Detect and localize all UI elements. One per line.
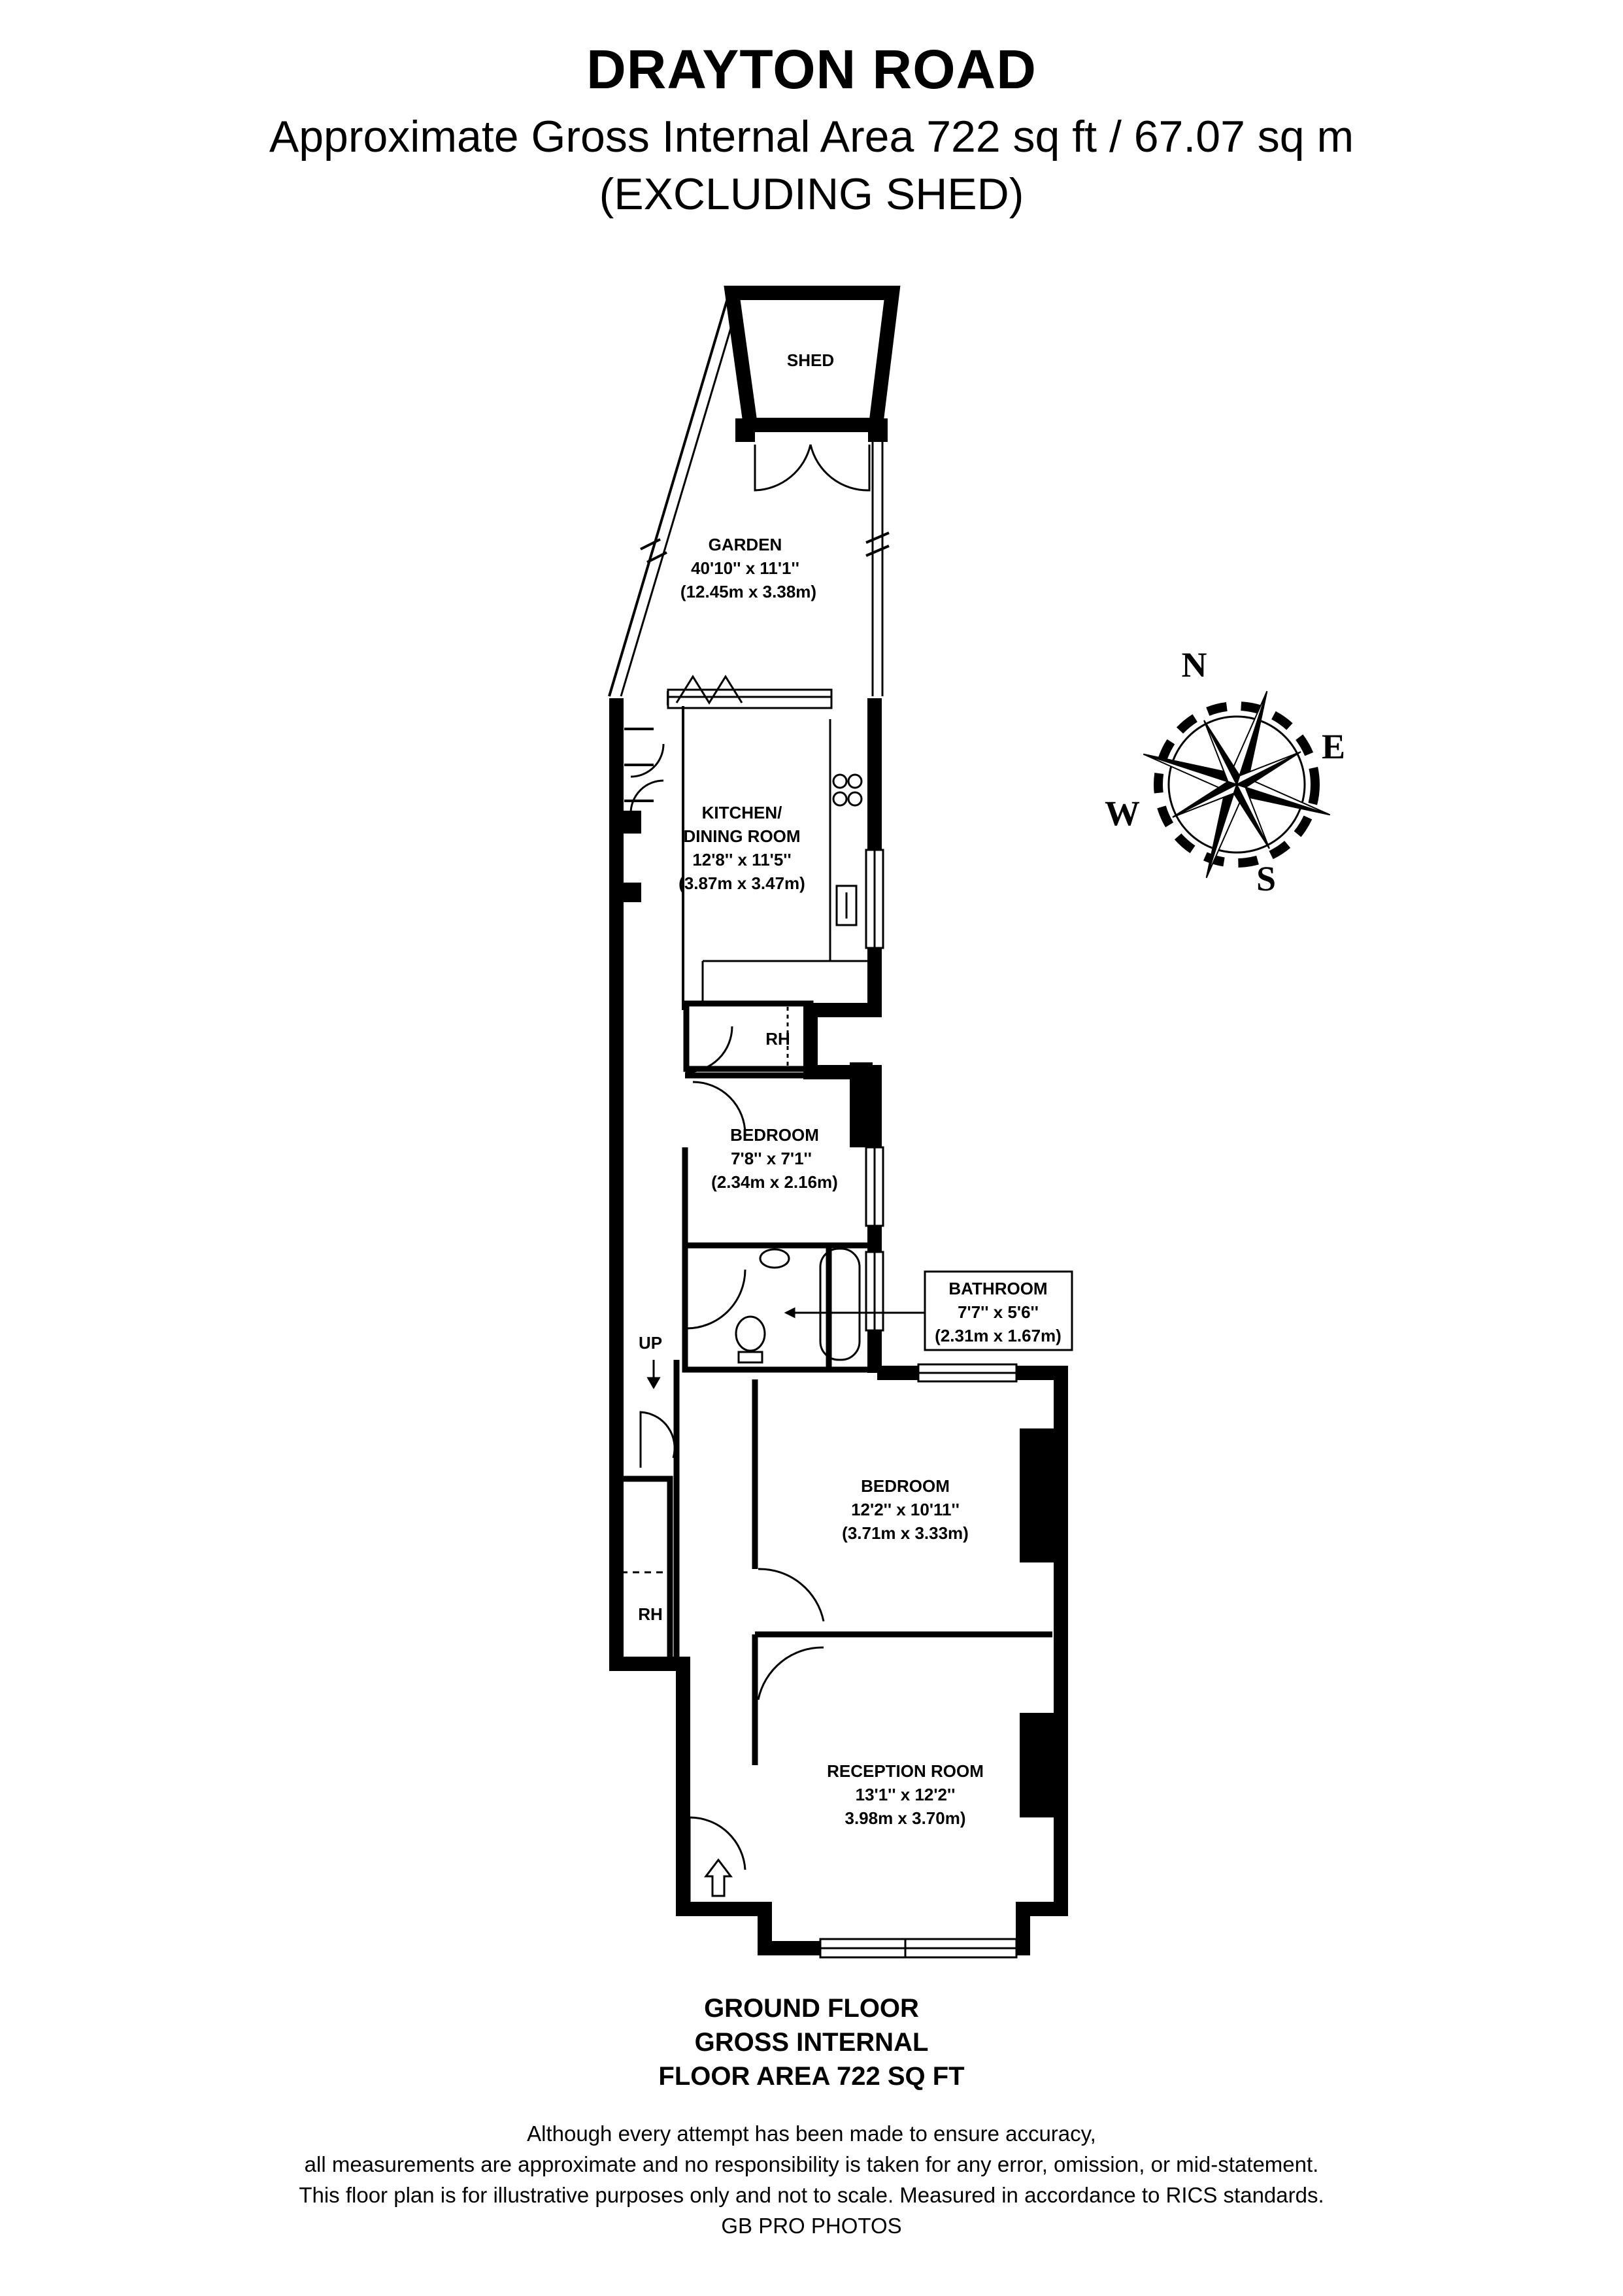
rh-upper-label: RH [765,1029,790,1049]
area-subtitle: Approximate Gross Internal Area 722 sq f… [269,112,1354,161]
floor-label-2: GROSS INTERNAL [694,2028,929,2057]
bedroom-small-imperial: 7'8'' x 7'1'' [731,1149,812,1168]
bathroom-imperial: 7'7'' x 5'6'' [958,1302,1039,1322]
shed-label: SHED [787,350,834,370]
plan-title: DRAYTON ROAD [586,39,1037,100]
exclusion-subtitle: (EXCLUDING SHED) [599,169,1024,219]
credit-line: GB PRO PHOTOS [721,2214,902,2238]
kitchen-imperial: 12'8'' x 11'5'' [692,850,791,869]
bathroom-callout [784,1270,1073,1351]
bedroom-large-name: BEDROOM [861,1476,950,1496]
internal-walls [621,706,1052,1765]
floor-label-3: FLOOR AREA 722 SQ FT [658,2062,965,2091]
stairs-up-label: UP [639,1333,662,1353]
bathroom-metric: (2.31m x 1.67m) [935,1326,1062,1345]
reception-metric: 3.98m x 3.70m) [845,1808,965,1828]
windows [667,688,1018,1959]
kitchen-name-1: KITCHEN/ [702,803,782,822]
bedroom-small-metric: (2.34m x 2.16m) [711,1172,838,1192]
rh-lower-label: RH [638,1604,663,1624]
bedroom-small-name: BEDROOM [730,1125,819,1145]
shed-structure [724,286,901,492]
bedroom-large-imperial: 12'2'' x 10'11'' [851,1500,960,1519]
garden-metric: (12.45m x 3.38m) [680,582,816,601]
garden-boundary [608,287,890,697]
bedroom-large-metric: (3.71m x 3.33m) [842,1523,969,1543]
doors [629,675,825,1909]
kitchen-name-2: DINING ROOM [683,826,800,846]
compass-w: W [1105,794,1140,833]
floor-label-1: GROUND FLOOR [704,1994,919,2023]
disclaimer-line-3: This floor plan is for illustrative purp… [299,2183,1324,2207]
stairs-arrow [646,1360,661,1390]
bathroom-name: BATHROOM [948,1279,1047,1298]
entrance-arrow [703,1858,733,1897]
reception-name: RECEPTION ROOM [827,1761,984,1781]
compass-e: E [1322,727,1345,766]
kitchen-metric: (3.87m x 3.47m) [678,873,805,893]
garden-imperial: 40'10'' x 11'1'' [691,558,799,578]
compass-n: N [1182,645,1207,684]
reception-imperial: 13'1'' x 12'2'' [856,1785,956,1804]
compass-rose: N E S W [1105,645,1345,898]
disclaimer-line-1: Although every attempt has been made to … [527,2121,1096,2146]
room-labels: SHED GARDEN 40'10'' x 11'1'' (12.45m x 3… [638,350,1062,1828]
fixtures [621,773,863,1574]
garden-name: GARDEN [709,535,782,554]
compass-s: S [1256,859,1276,898]
disclaimer-line-2: all measurements are approximate and no … [304,2152,1319,2176]
